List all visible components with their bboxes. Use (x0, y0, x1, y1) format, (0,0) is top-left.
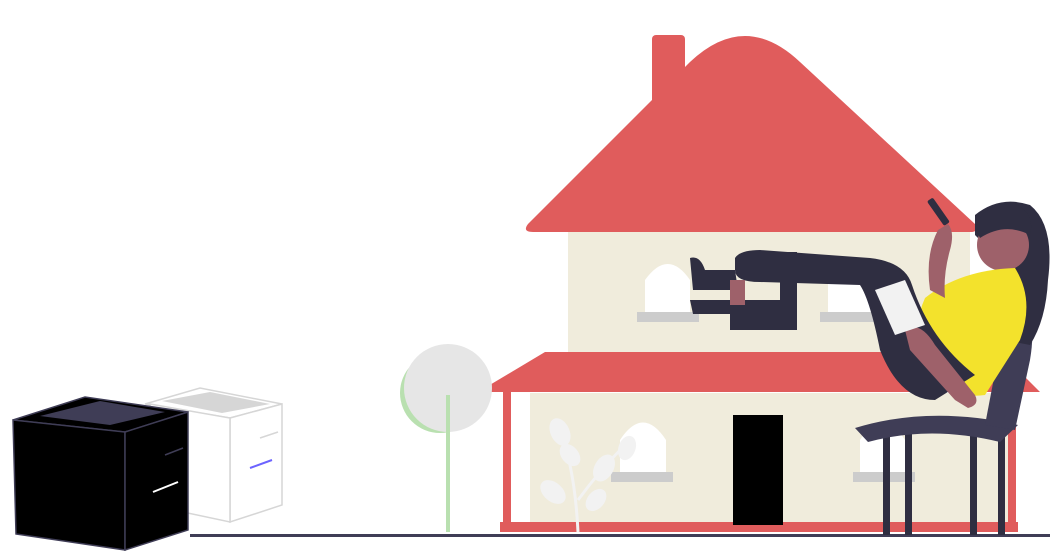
front-door (733, 415, 783, 525)
porch-floor (500, 522, 1018, 532)
ankle (730, 280, 745, 305)
ground-line (190, 534, 1050, 537)
main-roof (525, 36, 977, 232)
box-label (152, 481, 179, 493)
arm-resting (905, 327, 977, 408)
box-dark-icon (12, 396, 189, 552)
boot-upper (690, 257, 738, 290)
plant-icon (540, 418, 637, 533)
paper (875, 280, 925, 335)
chair-icon (855, 315, 1033, 535)
box-tape (40, 401, 165, 425)
arm-raised (928, 224, 953, 298)
phone-icon (927, 198, 950, 226)
tree-icon (400, 344, 492, 532)
upper-window-left (637, 264, 699, 322)
tree-canopy (404, 344, 492, 432)
person-icon (690, 198, 1050, 408)
box-side (124, 410, 189, 552)
tree-trunk (446, 395, 450, 532)
box-front (12, 419, 126, 551)
porch-post-left (503, 392, 511, 530)
legs (735, 250, 975, 400)
boot-lower (690, 300, 737, 314)
porch-post-right (1008, 392, 1016, 530)
lower-window-left (611, 422, 673, 482)
box-light-icon (144, 387, 283, 524)
